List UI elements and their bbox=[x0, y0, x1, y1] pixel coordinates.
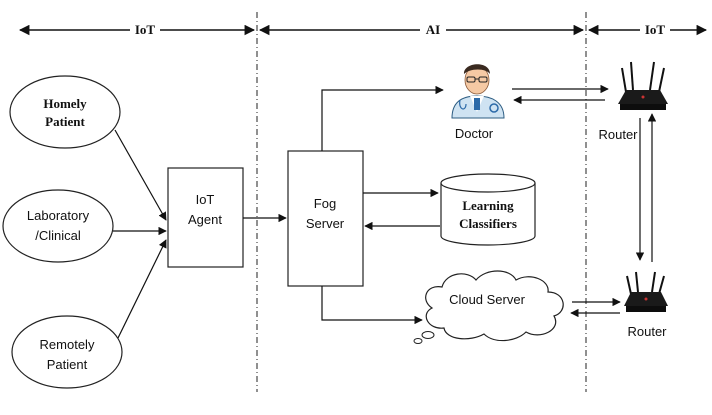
fog-server-line1: Fog bbox=[314, 196, 336, 211]
node-cloud-server: Cloud Server bbox=[413, 270, 564, 344]
router-top-label: Router bbox=[598, 127, 638, 142]
node-remotely-patient: Remotely Patient bbox=[11, 315, 123, 389]
remotely-patient-line2: Patient bbox=[47, 357, 88, 372]
arrow-fog-to-cloud bbox=[321, 286, 423, 325]
arrow-homely-to-agent bbox=[114, 129, 167, 221]
node-iot-agent: IoT Agent bbox=[167, 167, 244, 268]
node-laboratory-clinical: Laboratory /Clinical bbox=[2, 189, 114, 263]
router-icon-top bbox=[618, 61, 668, 110]
header-iot-right: IoT bbox=[587, 22, 708, 37]
learning-line1: Learning bbox=[462, 198, 514, 213]
laboratory-line2: /Clinical bbox=[35, 228, 81, 243]
iot-agent-line1: IoT bbox=[196, 192, 215, 207]
arrow-fog-to-doctor bbox=[321, 85, 444, 151]
cloud-server-label: Cloud Server bbox=[449, 292, 526, 307]
doctor-label: Doctor bbox=[455, 126, 494, 141]
doctor-icon bbox=[451, 64, 505, 119]
header-iot-left: IoT bbox=[18, 22, 256, 37]
header-ai-label: AI bbox=[426, 22, 440, 37]
fog-server-line2: Server bbox=[306, 216, 345, 231]
header-iot-right-label: IoT bbox=[645, 22, 666, 37]
learning-line2: Classifiers bbox=[459, 216, 517, 231]
header-iot-left-label: IoT bbox=[135, 22, 156, 37]
node-learning-classifiers: Learning Classifiers bbox=[440, 173, 536, 246]
homely-patient-line1: Homely bbox=[43, 96, 87, 111]
header-ai: AI bbox=[258, 22, 585, 37]
remotely-patient-line1: Remotely bbox=[40, 337, 95, 352]
router-icon-bottom bbox=[624, 271, 668, 312]
homely-patient-line2: Patient bbox=[45, 114, 85, 129]
router-bottom-label: Router bbox=[627, 324, 667, 339]
iot-agent-line2: Agent bbox=[188, 212, 222, 227]
node-fog-server: Fog Server bbox=[287, 150, 364, 287]
laboratory-line1: Laboratory bbox=[27, 208, 90, 223]
node-homely-patient: Homely Patient bbox=[9, 75, 121, 149]
arrow-remotely-to-agent bbox=[117, 239, 167, 339]
